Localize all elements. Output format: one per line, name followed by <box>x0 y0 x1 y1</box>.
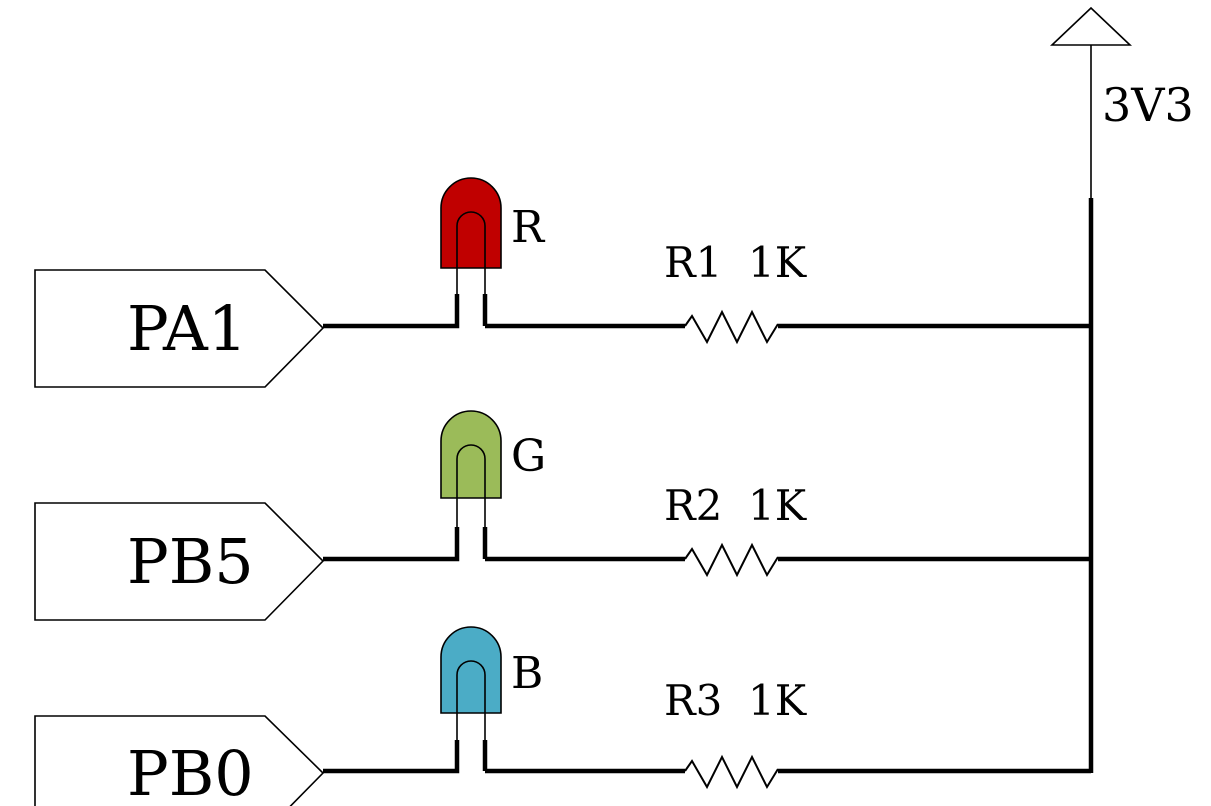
resistor-r2-icon <box>684 542 779 578</box>
led-b-label: B <box>511 648 543 699</box>
wire-port-to-led-r <box>323 294 460 329</box>
resistor-r3-value: 1K <box>748 676 808 725</box>
power-symbol: 3V3 <box>1049 6 1194 200</box>
resistor-r2-name: R2 <box>664 481 722 530</box>
led-b-body-icon <box>440 626 502 714</box>
led-g-label: G <box>511 431 546 482</box>
port-pb0-flag <box>34 715 325 806</box>
port-pa1-flag <box>34 269 325 388</box>
led-b-inner-icon <box>456 660 486 713</box>
port-pb5-label: PB5 <box>127 525 254 598</box>
channel-green: PB5 G R2 1K <box>34 410 1091 621</box>
led-g-inner-icon <box>456 444 486 498</box>
resistor-r3-icon <box>684 754 779 790</box>
resistor-r1-value: 1K <box>748 238 808 287</box>
power-arrow-icon <box>1049 6 1133 46</box>
port-pb5-flag <box>34 502 325 621</box>
port-pa1-label: PA1 <box>127 292 247 365</box>
led-r-body-icon <box>440 177 502 269</box>
power-label: 3V3 <box>1102 78 1194 132</box>
resistor-r3-name: R3 <box>664 676 722 725</box>
wire-port-to-led-b <box>323 740 460 774</box>
led-g-body-icon <box>440 410 502 499</box>
port-pb0-label: PB0 <box>127 737 254 806</box>
channel-blue: PB0 B R3 1K <box>34 626 1091 806</box>
resistor-r1-name: R1 <box>664 238 722 287</box>
wire-port-to-led-g <box>323 527 460 562</box>
channel-red: PA1 R R1 1K <box>34 177 1091 388</box>
resistor-r2-value: 1K <box>748 481 808 530</box>
resistor-r1-icon <box>684 309 779 345</box>
led-r-label: R <box>511 202 546 253</box>
led-r-inner-icon <box>456 211 486 268</box>
